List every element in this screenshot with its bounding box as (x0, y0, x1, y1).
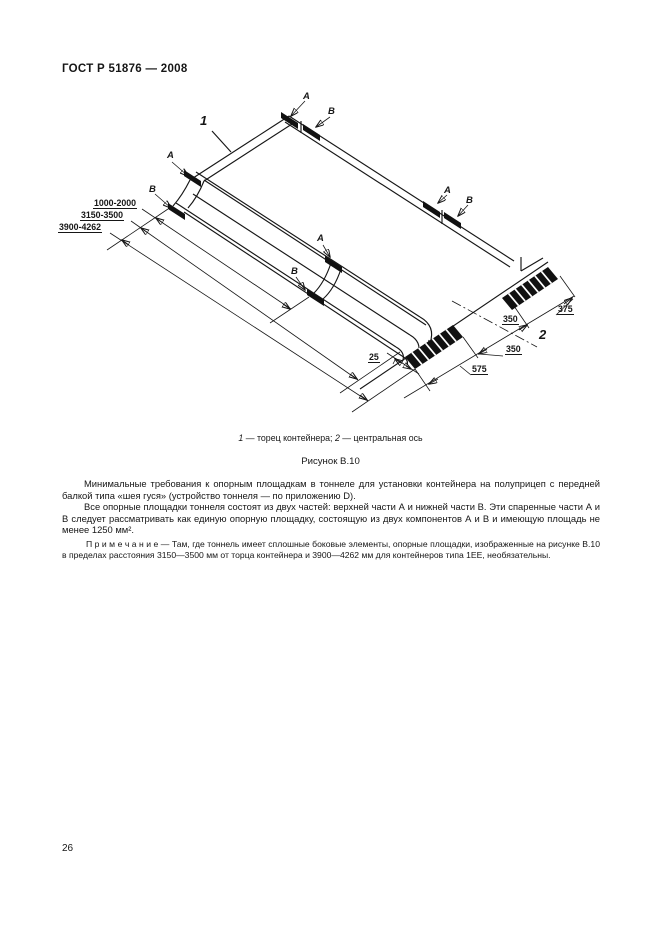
dim-375: 375 (557, 304, 574, 315)
caption-num-1: 1 (238, 433, 244, 443)
bearing-pads (168, 112, 461, 306)
figure-label: Рисунок В.10 (301, 456, 360, 467)
isometric-tunnel-drawing (106, 100, 576, 413)
dim-575: 575 (471, 364, 488, 375)
pad-b-label-mid: B (291, 266, 298, 277)
caption-text-2: — центральная ось (339, 433, 423, 443)
pad-a-label-top: A (303, 91, 310, 102)
pad-a-label-left: A (167, 150, 174, 161)
pad-b-label-top: B (328, 106, 335, 117)
body-text: Минимальные требования к опорным площадк… (62, 478, 600, 561)
caption-num-2: 2 (334, 433, 340, 443)
pad-b-label-left: B (149, 184, 156, 195)
hatched-support-areas (405, 267, 558, 369)
pad-b-label-right: B (466, 195, 473, 206)
tunnel-outline (172, 115, 549, 390)
paragraph-2: Все опорные площадки тоннеля состоят из … (62, 501, 600, 536)
callout-1-container-end: 1 (200, 113, 208, 128)
dim-350-lower: 350 (505, 344, 522, 355)
dim-350-upper: 350 (502, 314, 519, 325)
pad-a-label-mid: A (317, 233, 324, 244)
figure-caption: 1 — торец контейнера; 2 — центральная ос… (0, 433, 661, 443)
note-paragraph: П р и м е ч а н и е — Там, где тоннель и… (62, 538, 600, 561)
figure-b10-drawing: 1 2 A B A B A B A B 1000-2000 3150-3500 … (55, 88, 640, 428)
document-header: ГОСТ Р 51876 — 2008 (62, 63, 188, 75)
dimension-arrows (122, 100, 572, 400)
dim-25: 25 (368, 352, 380, 363)
callout-2-central-axis: 2 (539, 327, 547, 342)
dim-3150-3500: 3150-3500 (80, 210, 125, 221)
dim-3900-4262: 3900-4262 (58, 222, 103, 233)
dim-1000-2000: 1000-2000 (93, 198, 138, 209)
caption-text-1: — торец контейнера; (243, 433, 335, 443)
central-axis-line (451, 300, 538, 348)
paragraph-1: Минимальные требования к опорным площадк… (62, 478, 600, 501)
page-number: 26 (62, 843, 74, 854)
pad-a-label-right: A (444, 185, 451, 196)
